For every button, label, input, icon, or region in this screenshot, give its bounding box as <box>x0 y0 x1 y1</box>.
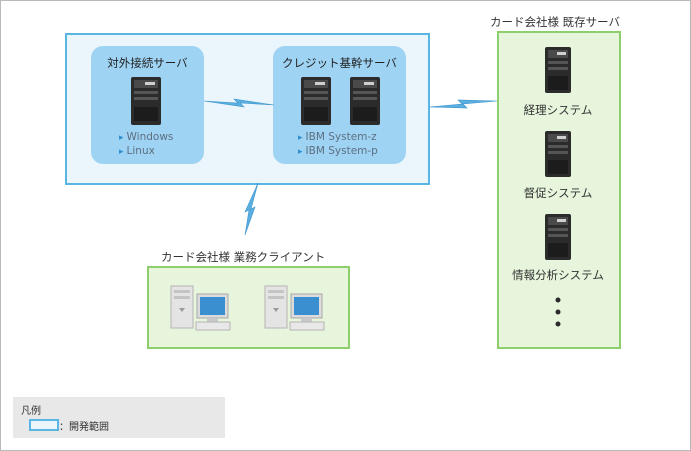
server-tower-icon <box>131 77 161 125</box>
spec-item: IBM System-p <box>298 145 378 159</box>
legend <box>13 397 225 438</box>
server-tower-icon <box>545 214 571 260</box>
external-server-spec-list: Windows Linux <box>119 131 174 159</box>
server-tower-icon <box>301 77 331 125</box>
existing-servers-title: カード会社様 既存サーバ <box>490 15 621 29</box>
business-clients-title: カード会社様 業務クライアント <box>161 250 326 264</box>
spec-item: Linux <box>119 145 173 159</box>
system-label: 情報分析システム <box>512 268 604 282</box>
external-server-title: 対外接続サーバ <box>107 56 188 70</box>
server-tower-icon <box>545 131 571 177</box>
ellipsis-vertical-icon <box>555 297 561 327</box>
connection-link-icon <box>203 98 275 108</box>
connection-link-icon <box>428 99 498 109</box>
system-label: 督促システム <box>523 186 593 200</box>
connection-link-icon <box>244 182 259 236</box>
legend-dev-scope-swatch <box>29 419 59 431</box>
spec-item: IBM System-z <box>298 131 378 145</box>
server-tower-icon <box>545 47 571 93</box>
desktop-pc-icon <box>170 285 231 331</box>
system-label: 経理システム <box>523 103 593 117</box>
legend-dev-scope-label: ：開発範囲 <box>59 422 109 433</box>
legend-title: 凡例 <box>21 406 41 417</box>
spec-item: Windows <box>119 131 174 145</box>
server-tower-icon <box>350 77 380 125</box>
credit-core-server-title: クレジット基幹サーバ <box>282 56 397 70</box>
credit-core-server-spec-list: IBM System-z IBM System-p <box>298 131 378 159</box>
desktop-pc-icon <box>264 285 325 331</box>
